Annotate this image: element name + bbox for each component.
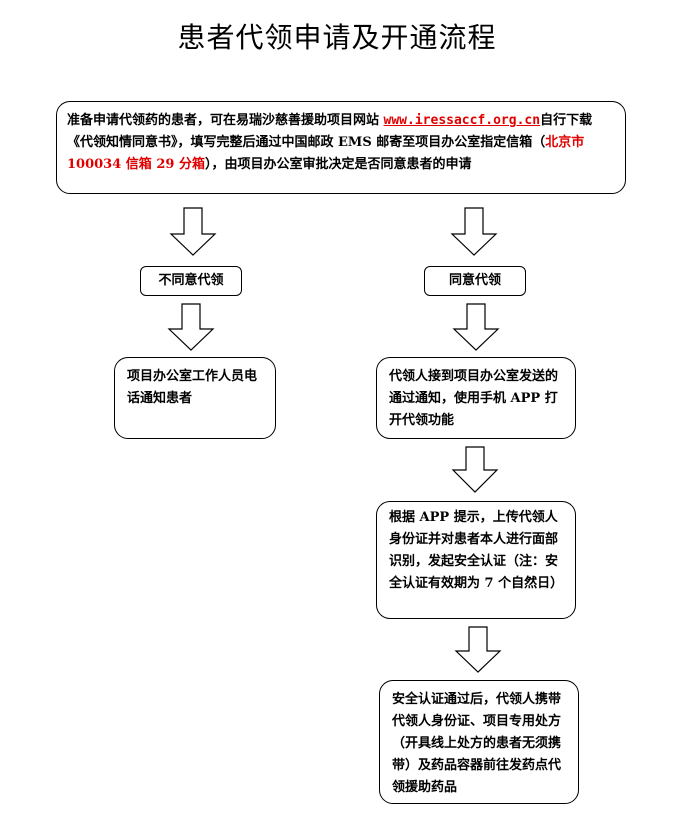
agree-label: 同意代领 bbox=[448, 273, 501, 288]
pickup-step-box: 安全认证通过后，代领人携带代领人身份证、项目专用处方（开具线上处方的患者无须携带… bbox=[379, 680, 579, 804]
project-website-link[interactable]: www.iressaccf.org.cn bbox=[383, 113, 541, 128]
arrow-down-icon bbox=[452, 303, 500, 351]
notification-step-box: 代领人接到项目办公室发送的通过通知，使用手机 APP 打开代领功能 bbox=[376, 357, 576, 439]
arrow-down-icon bbox=[450, 207, 498, 256]
disagree-label-box: 不同意代领 bbox=[140, 266, 242, 296]
arrow-down-icon bbox=[454, 626, 502, 673]
disagree-label: 不同意代领 bbox=[158, 273, 224, 288]
phone-notify-text: 项目办公室工作人员电话通知患者 bbox=[127, 369, 258, 406]
verification-step-box: 根据 APP 提示，上传代领人身份证并对患者本人进行面部识别，发起安全认证（注：… bbox=[376, 501, 576, 619]
mailbox-address: 北京市 100034 信箱 29 分箱 bbox=[67, 135, 585, 172]
agree-label-box: 同意代领 bbox=[424, 266, 526, 296]
notification-step-text: 代领人接到项目办公室发送的通过通知，使用手机 APP 打开代领功能 bbox=[389, 369, 559, 428]
pickup-step-text: 安全认证通过后，代领人携带代领人身份证、项目专用处方（开具线上处方的患者无须携带… bbox=[392, 692, 562, 795]
arrow-down-icon bbox=[451, 446, 499, 493]
application-text-part2: 自行下载《代领知情同意书》，填写完整后通过中国邮政 EMS 邮寄至项目办公室指定… bbox=[67, 113, 593, 150]
application-step-box: 准备申请代领药的患者，可在易瑞沙慈善援助项目网站 www.iressaccf.o… bbox=[56, 101, 626, 194]
application-text-part1: 准备申请代领药的患者，可在易瑞沙慈善援助项目网站 bbox=[67, 113, 384, 128]
arrow-down-icon bbox=[167, 303, 215, 351]
page-title: 患者代领申请及开通流程 bbox=[177, 21, 497, 54]
application-text-part3: ），由项目办公室审批决定是否同意患者的申请 bbox=[204, 157, 472, 172]
arrow-down-icon bbox=[169, 207, 217, 256]
verification-step-text: 根据 APP 提示，上传代领人身份证并对患者本人进行面部识别，发起安全认证（注：… bbox=[389, 510, 564, 591]
phone-notify-box: 项目办公室工作人员电话通知患者 bbox=[114, 357, 276, 439]
